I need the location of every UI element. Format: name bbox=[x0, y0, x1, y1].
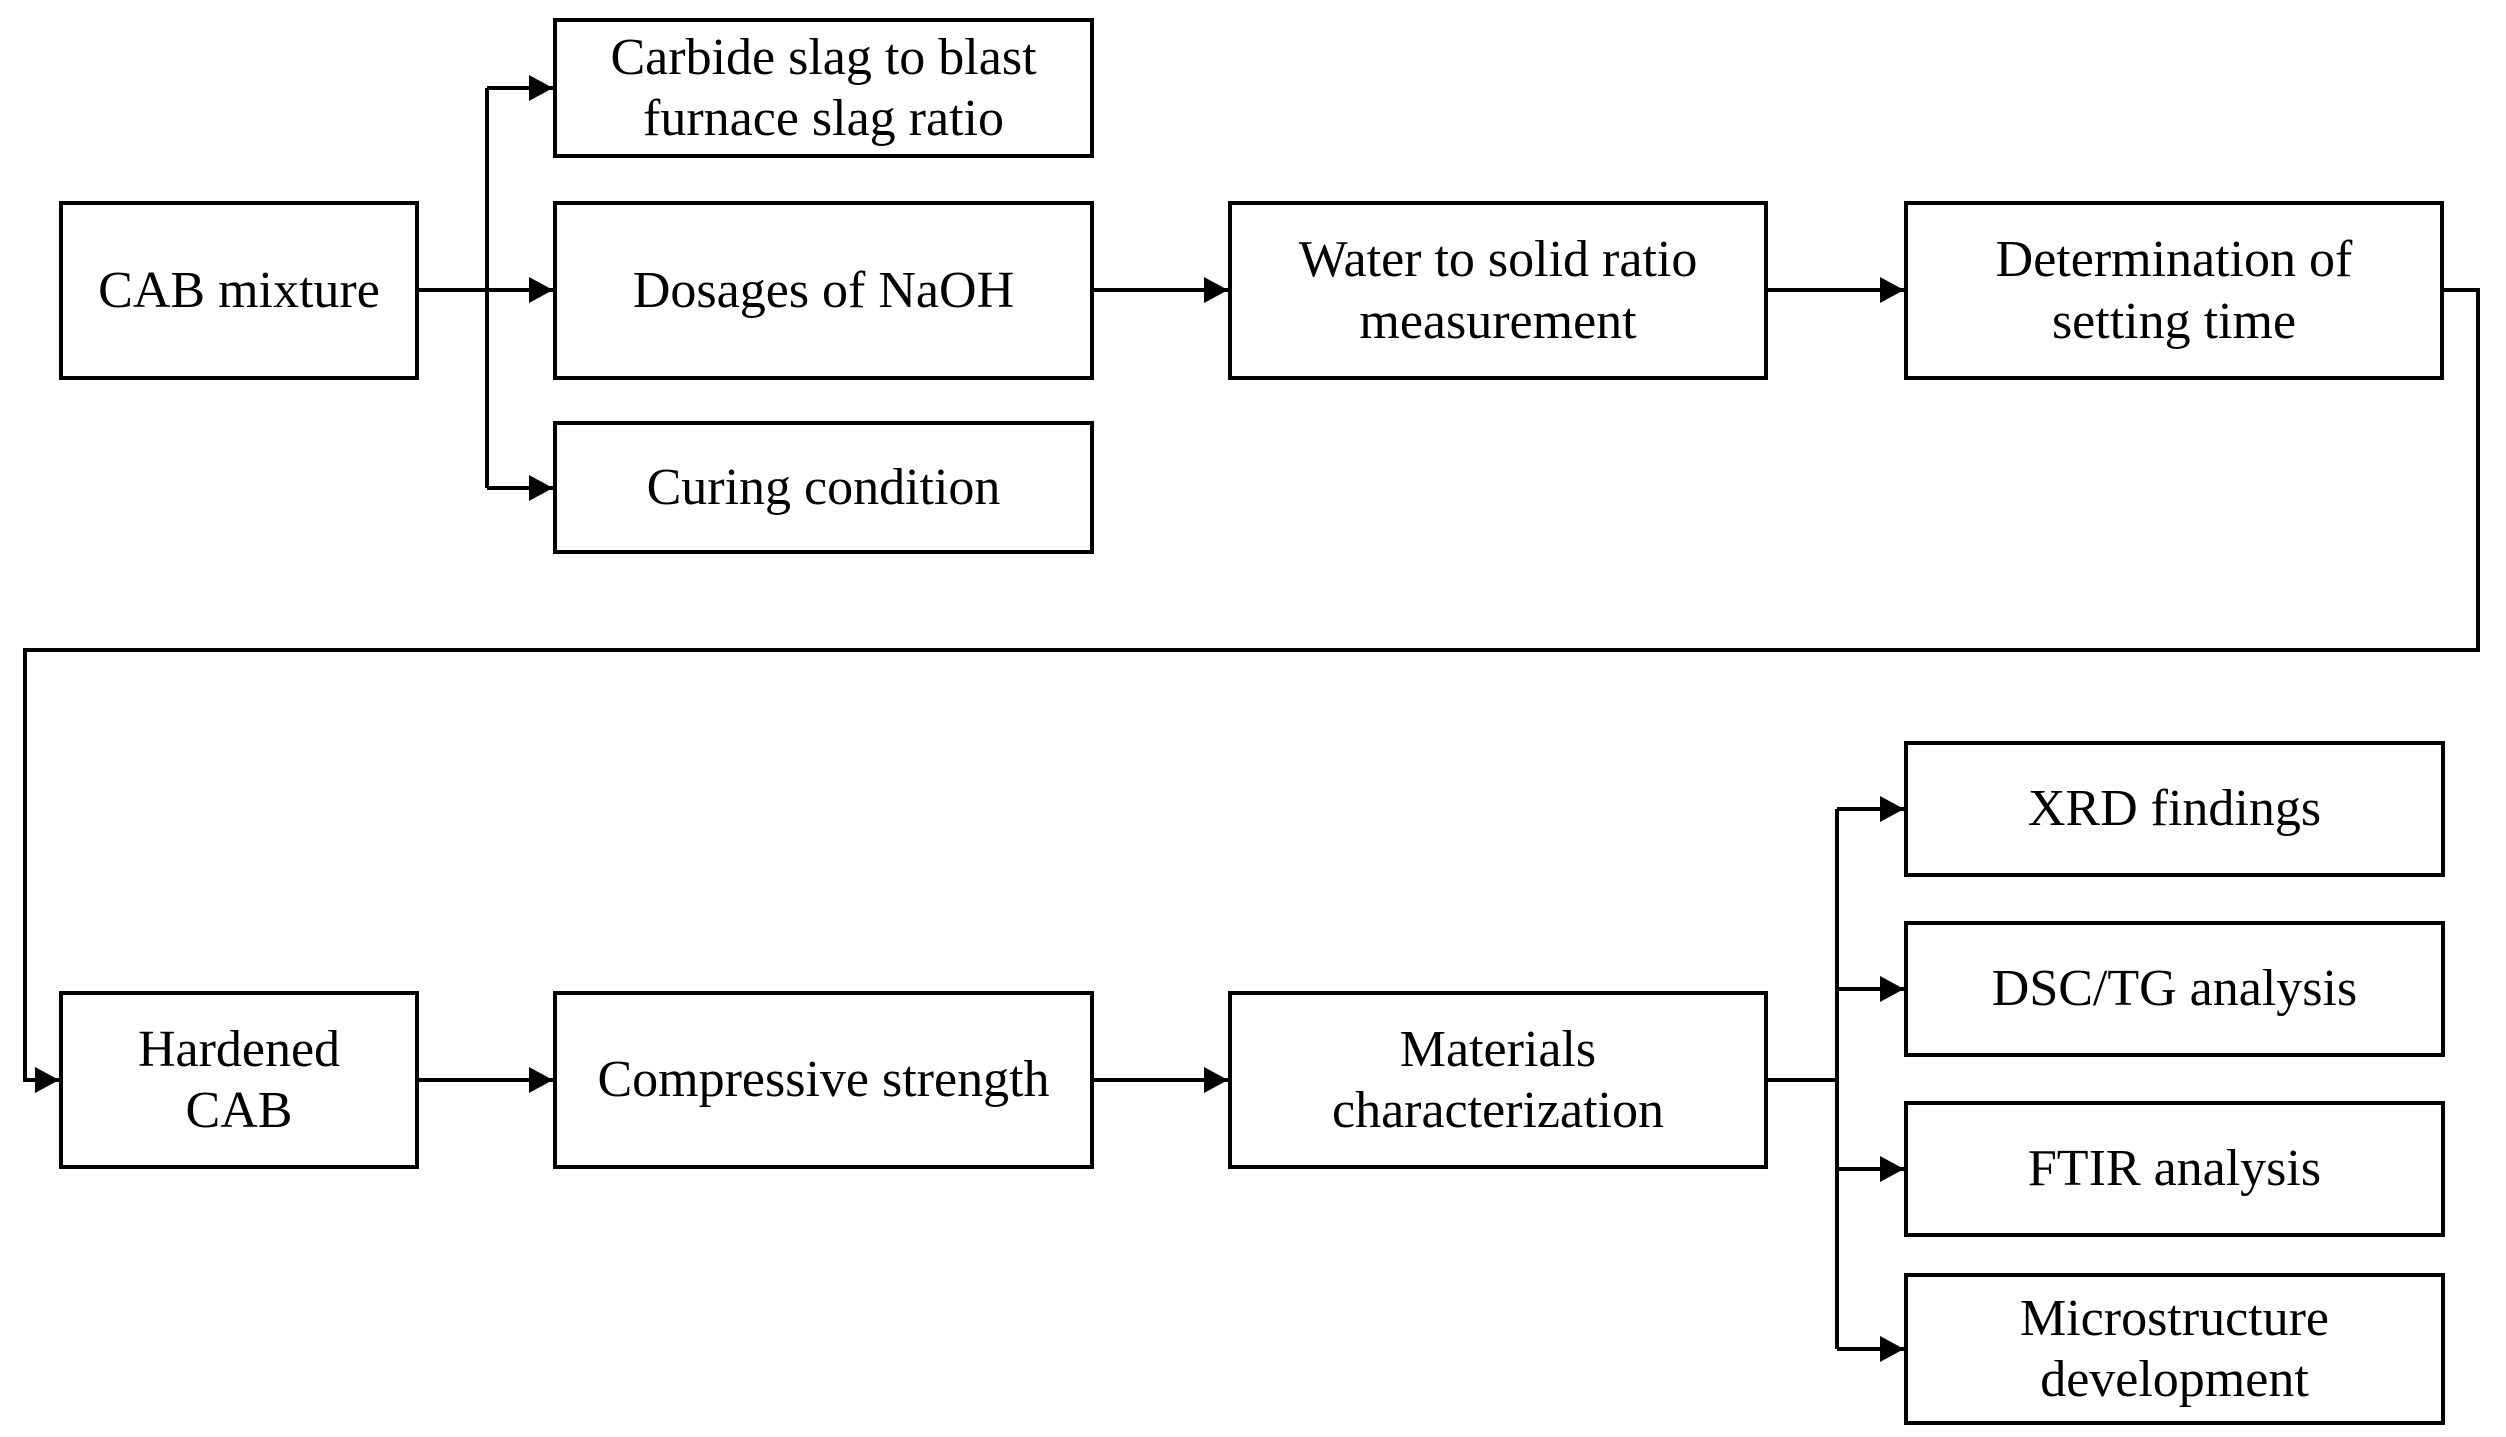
node-ftir-analysis: FTIR analysis bbox=[1904, 1101, 2445, 1237]
node-microstructure-development: Microstructure development bbox=[1904, 1273, 2445, 1425]
node-label-ftir-analysis: FTIR analysis bbox=[2027, 1140, 2322, 1198]
node-naoh-dosages: Dosages of NaOH bbox=[553, 201, 1094, 380]
node-label-setting-time: Determination of setting time bbox=[1995, 231, 2353, 350]
node-label-materials-characterization: Materials characterization bbox=[1332, 1020, 1664, 1139]
arrowhead-icon bbox=[529, 277, 553, 303]
node-label-xrd-findings: XRD findings bbox=[2027, 780, 2322, 838]
arrowhead-icon bbox=[1880, 1156, 1904, 1182]
node-label-water-solid-ratio: Water to solid ratio measurement bbox=[1298, 231, 1698, 350]
arrowhead-icon bbox=[35, 1067, 59, 1093]
node-label-microstructure-development: Microstructure development bbox=[2019, 1289, 2329, 1408]
node-carbide-ratio: Carbide slag to blast furnace slag ratio bbox=[553, 18, 1094, 158]
node-label-compressive-strength: Compressive strength bbox=[597, 1051, 1050, 1109]
arrowhead-icon bbox=[529, 475, 553, 501]
node-hardened-cab: Hardened CAB bbox=[59, 991, 419, 1169]
node-cab-mixture: CAB mixture bbox=[59, 201, 419, 380]
node-dsc-tg-analysis: DSC/TG analysis bbox=[1904, 921, 2445, 1057]
node-water-solid-ratio: Water to solid ratio measurement bbox=[1228, 201, 1768, 380]
connector-line bbox=[23, 288, 2480, 1082]
node-label-curing-condition: Curing condition bbox=[646, 458, 1001, 516]
arrowhead-icon bbox=[1880, 796, 1904, 822]
node-label-carbide-ratio: Carbide slag to blast furnace slag ratio bbox=[610, 28, 1037, 147]
arrowhead-icon bbox=[529, 1067, 553, 1093]
node-xrd-findings: XRD findings bbox=[1904, 741, 2445, 877]
arrowhead-icon bbox=[1880, 976, 1904, 1002]
node-label-hardened-cab: Hardened CAB bbox=[137, 1020, 341, 1139]
node-label-cab-mixture: CAB mixture bbox=[98, 261, 380, 319]
arrowhead-icon bbox=[1204, 1067, 1228, 1093]
node-label-dsc-tg-analysis: DSC/TG analysis bbox=[1991, 960, 2358, 1018]
arrowhead-icon bbox=[529, 75, 553, 101]
node-materials-characterization: Materials characterization bbox=[1228, 991, 1768, 1169]
node-setting-time: Determination of setting time bbox=[1904, 201, 2444, 380]
arrowhead-icon bbox=[1204, 277, 1228, 303]
node-compressive-strength: Compressive strength bbox=[553, 991, 1094, 1169]
node-label-naoh-dosages: Dosages of NaOH bbox=[632, 261, 1015, 319]
arrowhead-icon bbox=[1880, 277, 1904, 303]
node-curing-condition: Curing condition bbox=[553, 421, 1094, 554]
arrowhead-icon bbox=[1880, 1336, 1904, 1362]
